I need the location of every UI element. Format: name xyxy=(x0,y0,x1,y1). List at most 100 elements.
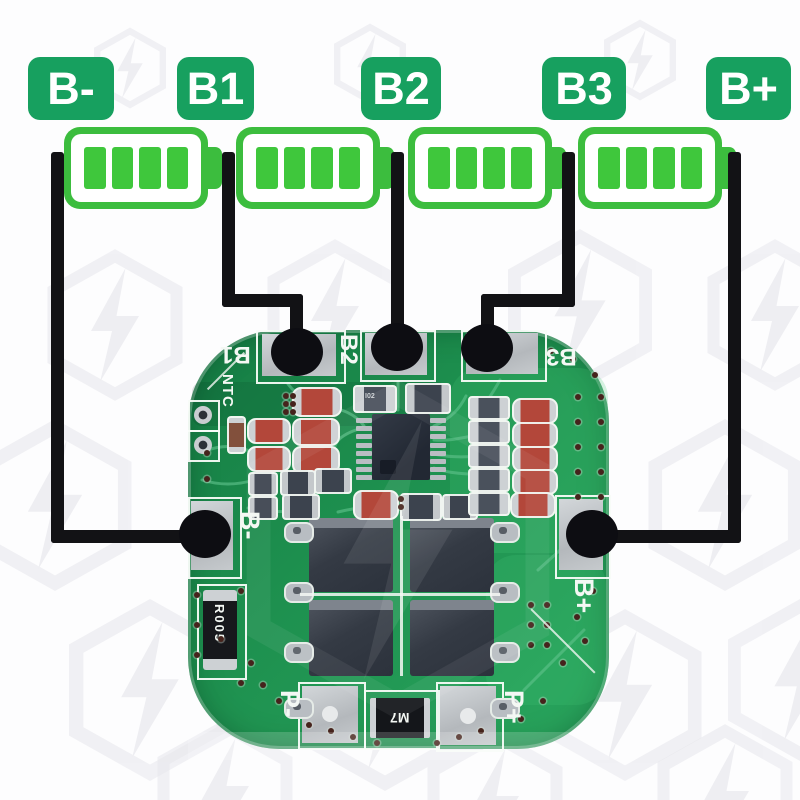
wire-b3-horizontal xyxy=(481,294,575,307)
via-dot xyxy=(248,660,254,666)
ic-pin-left xyxy=(356,467,372,473)
shunt-outline xyxy=(197,584,247,680)
smd-resistor xyxy=(510,492,556,518)
terminal-badge-b2: B2 xyxy=(361,57,441,120)
via-dot xyxy=(283,393,289,399)
diode-outline xyxy=(364,690,440,750)
solder-blob-b1 xyxy=(271,328,323,376)
mosfet-2 xyxy=(410,518,494,592)
via-dot xyxy=(204,476,210,482)
via-dot xyxy=(544,602,550,608)
battery-body xyxy=(243,134,373,202)
silkscreen-divider-vertical xyxy=(400,516,403,676)
via-dot xyxy=(283,409,289,415)
via-dot xyxy=(398,496,404,502)
mosfet-1 xyxy=(309,518,393,592)
diode-m7: M7 xyxy=(370,698,430,738)
wire-b2-vertical xyxy=(391,152,404,350)
wire-b1-vertical xyxy=(222,152,235,307)
silkscreen-b-minus: B- xyxy=(235,511,265,540)
solder-blob-b3 xyxy=(461,324,513,372)
via-dot xyxy=(434,740,440,746)
ic-pin-right xyxy=(430,418,446,423)
solder-blob-b-plus xyxy=(566,510,618,558)
via-dot xyxy=(574,614,580,620)
via-dot xyxy=(560,660,566,666)
wire-b-plus-horizontal xyxy=(592,530,741,543)
ic-pin-left xyxy=(356,442,372,448)
smd-capacitor xyxy=(227,416,246,454)
smd-component xyxy=(282,494,320,520)
via-dot xyxy=(518,716,524,722)
battery-body xyxy=(585,134,715,202)
battery-cell-3 xyxy=(408,127,566,209)
via-dot xyxy=(575,494,581,500)
via-dot xyxy=(544,642,550,648)
smd-micro-label: I02 xyxy=(365,393,375,400)
battery-cell-4 xyxy=(578,127,736,209)
silkscreen-p-minus: P- xyxy=(275,690,305,717)
reflection-band xyxy=(188,732,609,760)
via-dot xyxy=(260,682,266,688)
smd-component: I02 xyxy=(353,385,397,413)
battery-positive-nub xyxy=(379,147,394,189)
battery-body xyxy=(71,134,201,202)
pad-dot xyxy=(322,706,338,722)
via-dot xyxy=(570,356,576,362)
via-dot xyxy=(598,469,604,475)
ntc-hole-2 xyxy=(188,430,220,462)
solder-blob-b2 xyxy=(371,323,423,371)
via-dot xyxy=(238,680,244,686)
via-dot xyxy=(398,504,404,510)
via-dot xyxy=(374,740,380,746)
via-dot xyxy=(528,622,534,628)
via-dot xyxy=(540,698,546,704)
ic-pin-left xyxy=(356,434,372,440)
via-dot xyxy=(598,494,604,500)
mosfet-lead xyxy=(284,698,314,719)
battery-positive-nub xyxy=(207,147,222,189)
via-dot xyxy=(598,444,604,450)
via-dot xyxy=(283,401,289,407)
wire-b-minus-vertical xyxy=(51,152,64,543)
ic-pin-right xyxy=(430,450,446,456)
via-dot xyxy=(290,393,296,399)
via-dot xyxy=(582,638,588,644)
ic-pin-right xyxy=(430,434,446,440)
via-dot xyxy=(290,409,296,415)
smd-component xyxy=(468,444,510,468)
battery-cell-1 xyxy=(64,127,222,209)
silkscreen-ntc: NTC xyxy=(219,374,236,408)
smd-component xyxy=(468,492,510,516)
wire-b1-horizontal xyxy=(222,294,303,307)
mosfet-lead xyxy=(490,522,520,543)
battery-body xyxy=(415,134,545,202)
via-dot xyxy=(328,728,334,734)
bms-pcb-board: B1 B2 B3 NTC B- B+ R005 xyxy=(188,330,611,760)
smd-component xyxy=(468,468,510,492)
silkscreen-b2: B2 xyxy=(335,334,362,365)
silkscreen-b-plus: B+ xyxy=(569,578,599,614)
via-dot xyxy=(575,394,581,400)
terminal-badge-b3: B3 xyxy=(542,57,626,120)
via-dot xyxy=(528,642,534,648)
ic-pin-left xyxy=(356,450,372,456)
smd-component xyxy=(314,468,352,494)
mosfet-4 xyxy=(410,600,494,676)
silkscreen-divider-horizontal xyxy=(300,593,500,596)
smd-resistor xyxy=(247,418,291,444)
wire-b3-vertical xyxy=(562,152,575,307)
wire-b-plus-vertical xyxy=(728,152,741,543)
via-dot xyxy=(276,698,282,704)
smd-resistor xyxy=(247,446,291,472)
smd-component xyxy=(468,396,510,420)
via-dot xyxy=(575,469,581,475)
smd-component xyxy=(400,493,442,521)
ic-pin-right xyxy=(430,442,446,448)
mosfet-lead xyxy=(284,582,314,603)
via-dot xyxy=(590,588,596,594)
shunt-resistor: R005 xyxy=(203,590,237,670)
silkscreen-p-plus: P+ xyxy=(499,690,529,724)
via-dot xyxy=(575,419,581,425)
ic-pin-left xyxy=(356,418,372,423)
